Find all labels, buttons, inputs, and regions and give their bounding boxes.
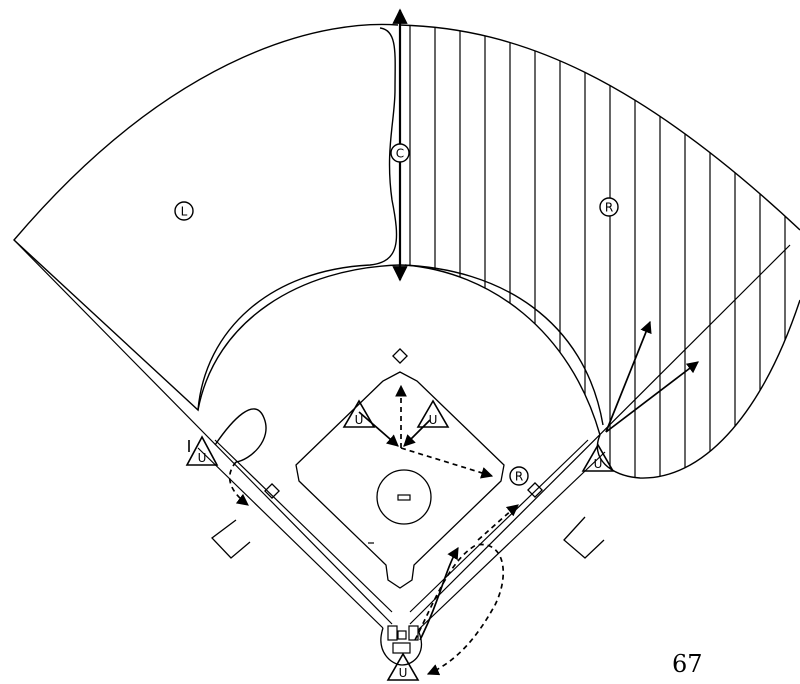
umpire-third-base: U [185, 435, 219, 466]
svg-text:U: U [429, 413, 438, 427]
batters-box-left [387, 625, 398, 641]
svg-text:R: R [605, 201, 613, 215]
umpire-first-base: U [581, 443, 615, 472]
svg-text:U: U [594, 457, 603, 471]
left-foul-line [13, 239, 393, 625]
page-number: 67 [672, 650, 703, 678]
svg-text:U: U [198, 451, 207, 465]
svg-text:L: L [181, 205, 188, 219]
umpire-infield-left: U [342, 399, 376, 428]
third-base [264, 483, 280, 499]
svg-text:U: U [355, 413, 364, 427]
umpire-home-plate: U [386, 652, 420, 681]
movement-paths [228, 384, 519, 676]
first-base-coach-box [563, 516, 605, 559]
catchers-box [392, 642, 411, 654]
right-foul-line [409, 244, 791, 625]
umpire-infield-right: U [416, 399, 450, 428]
third-base-coach-box [211, 519, 251, 559]
left-fielder-marker: L [174, 201, 194, 221]
home-plate-circle [380, 627, 423, 666]
first-base [527, 482, 543, 498]
home-plate [397, 630, 407, 640]
svg-text:R: R [515, 470, 523, 484]
right-outfield-zone [399, 24, 800, 479]
right-fielder-infield-marker: R [509, 466, 529, 486]
infield-diamond [295, 371, 505, 589]
center-fielder-marker: C [390, 143, 410, 163]
second-base [392, 348, 408, 364]
svg-text:C: C [396, 147, 404, 161]
svg-text:U: U [399, 666, 408, 680]
third-base-umpire-loop [214, 408, 267, 463]
right-fielder-marker: R [599, 197, 619, 217]
pitchers-mound [376, 469, 432, 525]
batters-box-right [408, 625, 419, 641]
left-outfield-zone [13, 23, 399, 412]
umpire-movement-arrows [358, 320, 699, 641]
baselines [197, 439, 606, 631]
pitchers-rubber [397, 494, 411, 501]
